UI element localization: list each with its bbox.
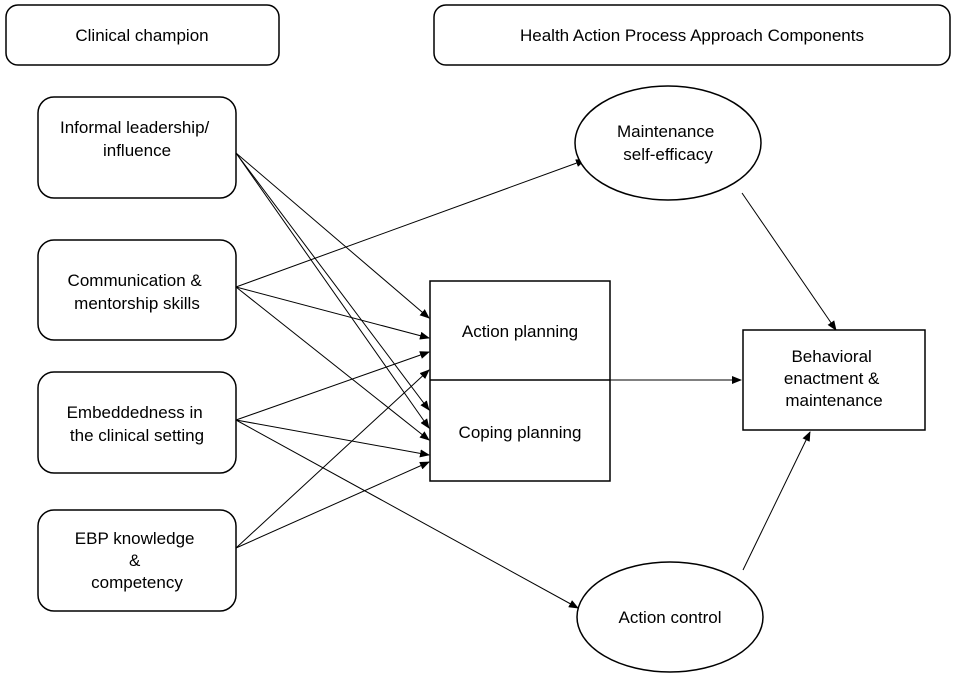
node-planning-stack: Action planning Coping planning (429, 280, 611, 482)
node-behavioral-enactment: Behavioral enactment & maintenance (742, 329, 926, 431)
node-maintenance-self-efficacy: Maintenance self-efficacy (574, 85, 762, 201)
arrow-leadership-to-coping-planning-2 (235, 152, 430, 429)
arrow-action-control-to-behavior (742, 431, 811, 571)
trait-embeddedness-text: Embeddedness in the clinical setting (67, 403, 208, 445)
arrow-communication-to-self-efficacy (235, 159, 586, 288)
trait-embeddedness: Embeddedness in the clinical setting (37, 371, 237, 474)
arrow-ebp-to-coping-planning (235, 461, 430, 549)
arrow-ebp-to-action-planning (235, 369, 430, 549)
node-action-control: Action control (576, 561, 764, 673)
arrow-communication-to-action-planning (235, 286, 430, 340)
header-hapa-label: Health Action Process Approach Component… (520, 26, 864, 45)
trait-ebp-knowledge: EBP knowledge & competency (37, 509, 237, 612)
arrow-embeddedness-to-coping-planning (235, 419, 430, 458)
arrow-self-efficacy-to-behavior (741, 192, 837, 331)
arrow-communication-to-coping-planning (235, 286, 430, 441)
trait-ebp-text: EBP knowledge & competency (75, 529, 199, 592)
arrow-leadership-to-action-planning (235, 152, 430, 319)
trait-informal-leadership-text: Informal leadership/ influence (60, 118, 214, 160)
arrow-embeddedness-to-action-control (235, 419, 579, 609)
node-coping-planning: Coping planning (459, 423, 582, 442)
behavioral-enactment-text: Behavioral enactment & maintenance (784, 347, 884, 410)
trait-communication-mentorship: Communication & mentorship skills (37, 239, 237, 341)
trait-communication-text: Communication & mentorship skills (68, 271, 207, 313)
node-action-planning: Action planning (462, 322, 578, 341)
arrow-embeddedness-to-action-planning (235, 351, 430, 421)
maintenance-self-efficacy-text: Maintenance self-efficacy (617, 122, 719, 164)
arrows (235, 152, 837, 609)
header-clinical-champion: Clinical champion (5, 4, 280, 66)
header-clinical-champion-label: Clinical champion (75, 26, 208, 45)
header-hapa-components: Health Action Process Approach Component… (433, 4, 951, 66)
action-control-text: Action control (619, 608, 722, 627)
trait-informal-leadership: Informal leadership/ influence (37, 96, 237, 199)
arrow-leadership-to-coping-planning (235, 152, 430, 411)
